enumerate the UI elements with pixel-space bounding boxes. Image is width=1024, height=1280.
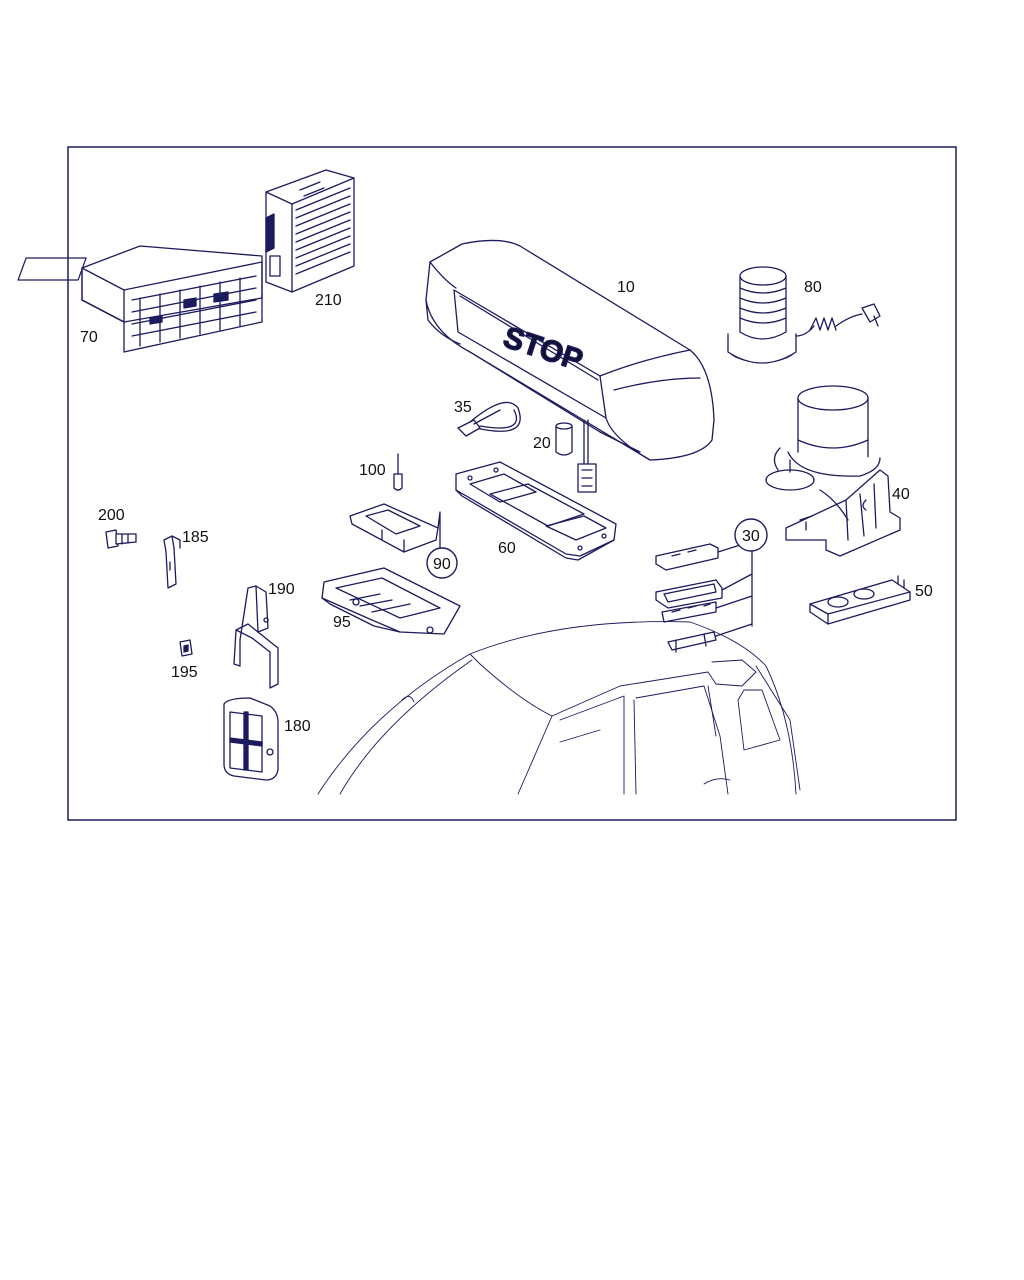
- label-210: 210: [315, 292, 342, 309]
- label-70: 70: [80, 329, 98, 346]
- screw-100: [393, 453, 403, 491]
- beacon-80: [727, 266, 881, 364]
- label-80: 80: [804, 279, 822, 296]
- clip-195: [179, 639, 193, 657]
- label-185: 185: [182, 529, 209, 546]
- label-35: 35: [454, 399, 472, 416]
- callout-circle-30: [734, 518, 768, 552]
- car-outline: [317, 621, 801, 795]
- label-50: 50: [915, 583, 933, 600]
- callout-circle-90: [426, 547, 458, 579]
- label-30: 30: [742, 528, 760, 545]
- label-200: 200: [98, 507, 125, 524]
- lamp-set-30: [655, 539, 757, 653]
- diagram-frame: [67, 146, 957, 821]
- cable-tie-35: [457, 401, 521, 437]
- strip-bracket-185: [163, 535, 181, 589]
- tray-bracket-95: [321, 567, 461, 635]
- label-90: 90: [433, 556, 451, 573]
- control-unit-70: [17, 245, 263, 353]
- stop-sign-10: STOP: [425, 239, 715, 493]
- cylinder-20: [555, 422, 573, 456]
- label-10: 10: [617, 279, 635, 296]
- angled-bracket-190: [233, 585, 279, 689]
- label-195: 195: [171, 664, 198, 681]
- label-100: 100: [359, 462, 386, 479]
- amplifier-210: [265, 169, 355, 293]
- bolt-200: [105, 529, 137, 549]
- label-180: 180: [284, 718, 311, 735]
- mounting-plate-60: [455, 461, 617, 561]
- rotating-beacon-40: [765, 385, 901, 557]
- tail-lamp-180: [223, 697, 279, 781]
- label-95: 95: [333, 614, 351, 631]
- lamp-50: [809, 575, 911, 625]
- label-190: 190: [268, 581, 295, 598]
- bracket-90: [349, 503, 441, 553]
- label-20: 20: [533, 435, 551, 452]
- label-60: 60: [498, 540, 516, 557]
- label-40: 40: [892, 486, 910, 503]
